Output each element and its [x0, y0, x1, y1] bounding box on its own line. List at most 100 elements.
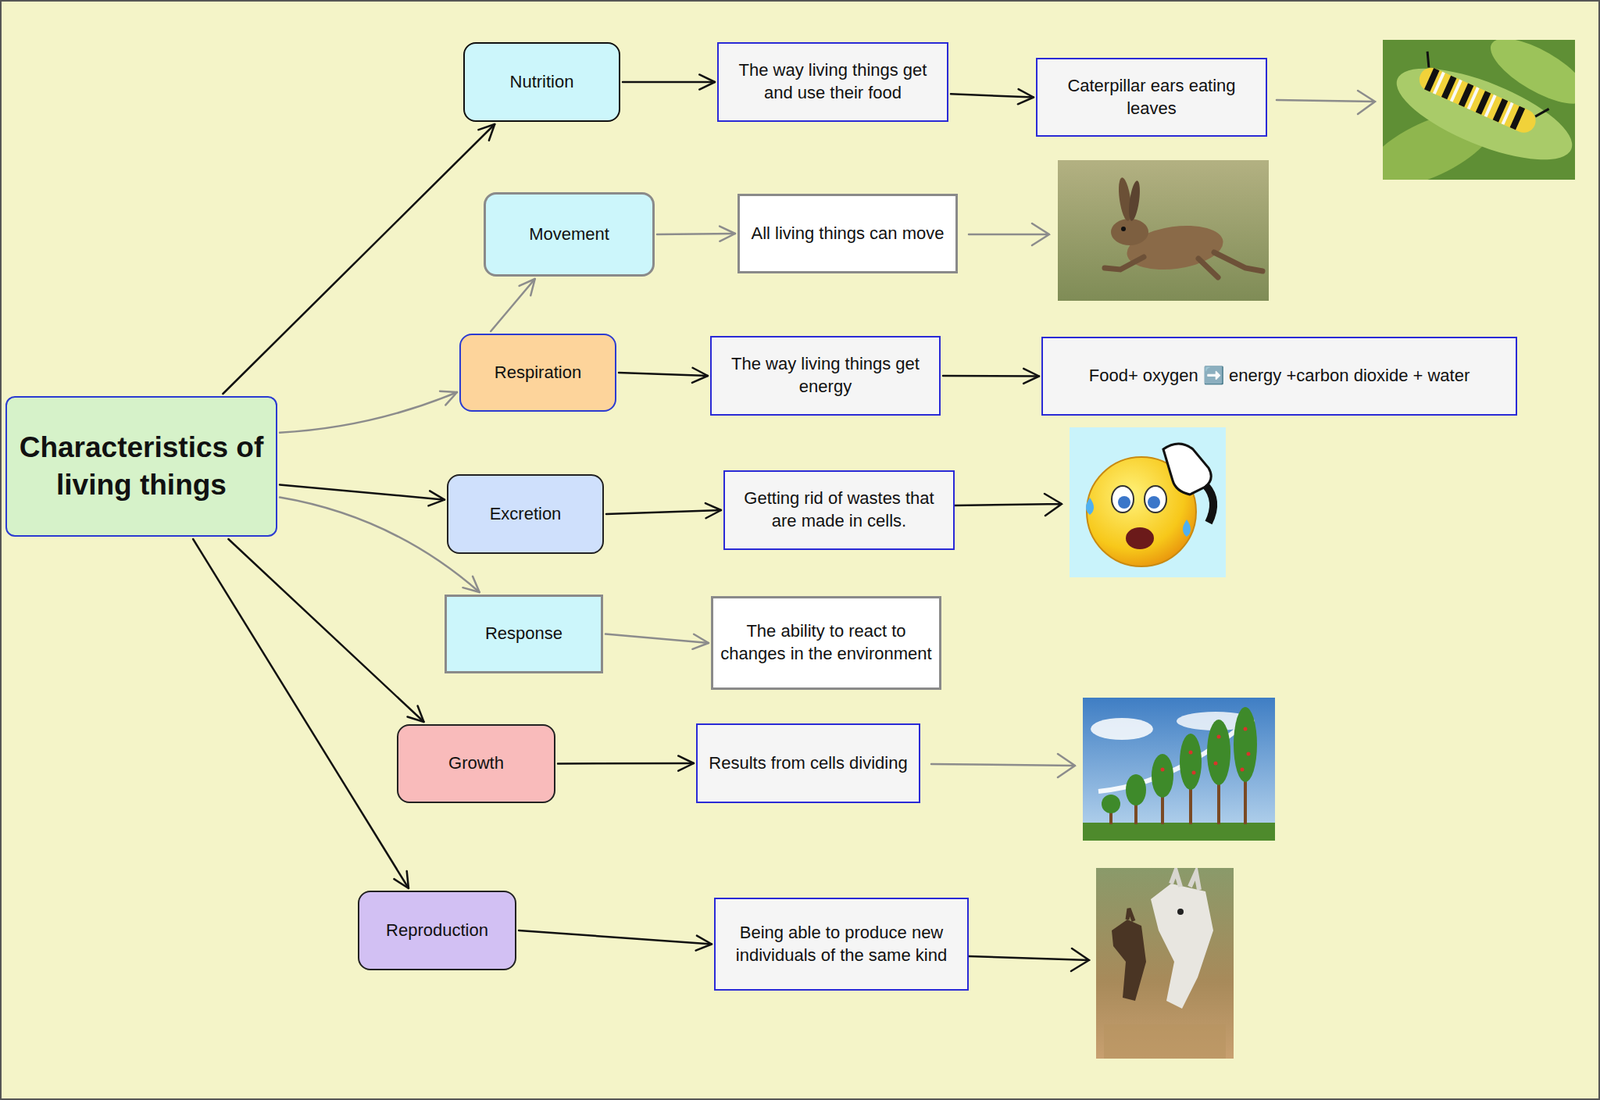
illustration-part [1147, 496, 1161, 509]
node-text: Excretion [489, 503, 562, 526]
arrow-head [1023, 368, 1040, 384]
node-text: Food+ oxygen ➡️ energy +carbon dioxide +… [1089, 364, 1470, 388]
illustration-part [1240, 767, 1245, 772]
illustration-part [1082, 697, 1275, 841]
arrow-head [699, 74, 715, 90]
connector-arrow [192, 539, 409, 889]
connector-line [657, 233, 736, 235]
connector-line [618, 372, 708, 376]
illustration-part [1144, 485, 1167, 513]
illustration-part [1421, 51, 1550, 121]
illustration-part [931, 753, 1075, 778]
topic-box: Response [444, 594, 604, 674]
connector-arrow [518, 930, 712, 951]
illustration-part [1101, 707, 1258, 814]
node-text: Getting rid of wastes that are made in c… [731, 487, 947, 533]
caterpillar-picture [1382, 39, 1575, 180]
illustration-part [1192, 771, 1197, 775]
equation-box: Food+ oxygen ➡️ energy +carbon dioxide +… [1041, 336, 1518, 416]
node-text: Response [485, 622, 563, 646]
node-text: Movement [528, 223, 610, 247]
illustration-part [1150, 883, 1214, 1009]
illustration-part [1111, 485, 1134, 513]
definition-box: Getting rid of wastes that are made in c… [723, 470, 955, 550]
illustration-part [1085, 497, 1094, 515]
topic-box: Reproduction [357, 890, 517, 971]
horses-picture [1096, 867, 1234, 1059]
illustration-part [1432, 71, 1446, 95]
illustration-part [1125, 774, 1147, 806]
illustration-part [968, 948, 1090, 972]
illustration-part [1189, 750, 1193, 755]
hare-picture [1057, 160, 1269, 301]
illustration-part [1510, 106, 1526, 131]
node-text: Results from cells dividing [708, 752, 908, 775]
illustration-part [1160, 727, 1251, 775]
node-text: The way living things get energy [717, 353, 933, 398]
illustration-part [1243, 727, 1248, 732]
arrow-head [462, 576, 479, 593]
illustration-part [1111, 919, 1147, 1001]
illustration-part [1217, 735, 1222, 740]
node-text: The ability to react to changes in the e… [719, 620, 933, 665]
central-box: Characteristics of living things [5, 396, 278, 537]
connector-line [279, 392, 458, 433]
illustration-part [1101, 794, 1121, 814]
node-text: Growth [448, 752, 504, 775]
illustration-part [1246, 752, 1251, 757]
definition-box: Results from cells dividing [696, 723, 921, 804]
node-text: Nutrition [510, 71, 575, 94]
connector-line [222, 124, 495, 394]
node-text: Caterpillar ears eating leaves [1043, 75, 1260, 120]
node-text: Respiration [494, 361, 582, 385]
illustration-part [1233, 707, 1258, 783]
illustration-part [1125, 527, 1154, 550]
topic-box: Nutrition [463, 42, 621, 122]
illustration-part [1189, 785, 1193, 825]
connector-line [228, 539, 424, 722]
arrow-head [719, 226, 736, 242]
illustration-part [1467, 86, 1480, 110]
illustration-part [1151, 753, 1174, 798]
illustration-part [1069, 427, 1226, 578]
illustration-part [1103, 1024, 1226, 1059]
illustration-part [1057, 160, 1269, 301]
definition-box: Being able to produce new individuals of… [714, 897, 969, 991]
illustration-part [1182, 519, 1191, 537]
illustration-part [1090, 717, 1154, 740]
arrow-head [519, 278, 536, 296]
topic-box: Respiration [459, 333, 617, 412]
illustration-part [1276, 90, 1375, 115]
connector-arrow [605, 634, 709, 650]
definition-box: The way living things get energy [710, 335, 941, 416]
illustration-part [1243, 775, 1247, 825]
arrow-head [692, 367, 708, 383]
arrow-head [678, 755, 694, 771]
illustration-part [1207, 719, 1231, 786]
illustration-part [1412, 51, 1550, 140]
illustration-part [1214, 761, 1218, 766]
illustration-part [1082, 822, 1275, 841]
illustration-part [1127, 908, 1134, 922]
connector-arrow [657, 226, 736, 242]
illustration-part [1117, 496, 1131, 509]
arrow-head [692, 634, 709, 650]
connector-line [490, 278, 536, 332]
illustration-part [954, 493, 1062, 516]
connector-line [557, 762, 694, 765]
connector-arrow [950, 89, 1034, 104]
illustration-part [968, 223, 1050, 246]
illustration-part [1126, 179, 1142, 222]
connector-line [622, 81, 715, 84]
arrow-head [478, 124, 495, 141]
illustration-part [1450, 79, 1463, 103]
connector-arrow [279, 391, 458, 433]
connector-arrow [942, 368, 1040, 384]
growth-picture [1082, 697, 1275, 841]
connector-line [279, 484, 445, 500]
arrow-head [393, 871, 409, 889]
connector-arrow [490, 278, 536, 332]
definition-box: The ability to react to changes in the e… [710, 596, 942, 690]
connector-line [192, 539, 409, 889]
illustration-part [1205, 485, 1214, 523]
